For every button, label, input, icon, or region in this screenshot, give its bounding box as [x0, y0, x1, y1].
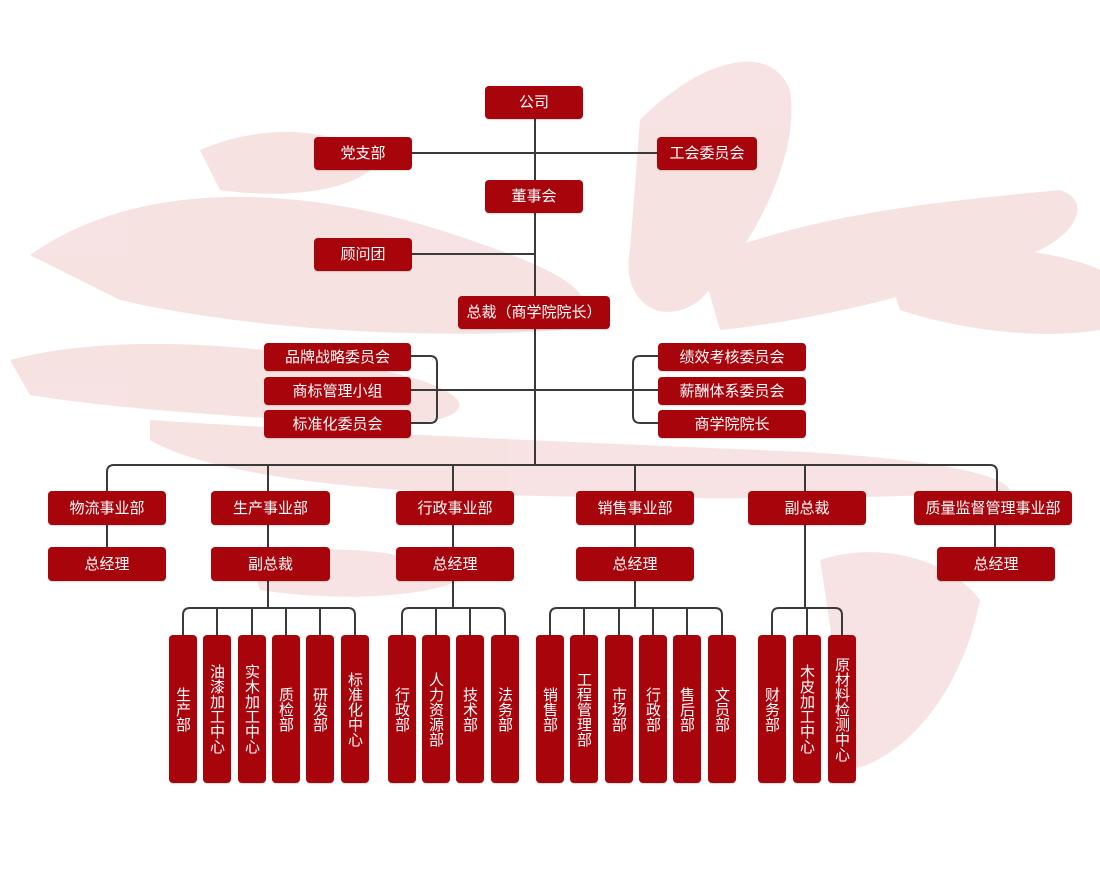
- sales-unit-links: [549, 580, 723, 636]
- node-head-sales: 总经理: [576, 547, 694, 581]
- node-company: 公司: [485, 86, 583, 119]
- node-advisors: 顾问团: [314, 238, 412, 271]
- unit-production-4: 研发部: [306, 635, 334, 783]
- division-drops: [267, 465, 806, 491]
- node-division-admin: 行政事业部: [396, 491, 514, 525]
- node-party-branch: 党支部: [314, 137, 412, 170]
- unit-sales-3: 行政部: [639, 635, 667, 783]
- node-head-admin: 总经理: [396, 547, 514, 581]
- node-division-logistics: 物流事业部: [48, 491, 166, 525]
- vp-unit-links: [771, 524, 843, 636]
- unit-sales-1: 工程管理部: [570, 635, 598, 783]
- node-head-quality: 总经理: [937, 547, 1055, 581]
- node-right-committee-2: 商学院院长: [658, 410, 806, 438]
- node-union-committee: 工会委员会: [657, 137, 757, 170]
- node-division-sales: 销售事业部: [576, 491, 694, 525]
- node-right-committee-1: 薪酬体系委员会: [658, 377, 806, 405]
- node-head-logistics: 总经理: [48, 547, 166, 581]
- node-left-committee-2: 标准化委员会: [264, 410, 411, 438]
- unit-vp-0: 财务部: [758, 635, 786, 783]
- unit-sales-0: 销售部: [536, 635, 564, 783]
- node-right-committee-0: 绩效考核委员会: [658, 343, 806, 371]
- node-president: 总裁（商学院院长）: [458, 296, 610, 329]
- unit-vp-2: 原材料检测中心: [828, 635, 856, 783]
- unit-production-3: 质检部: [272, 635, 300, 783]
- head-links: [106, 524, 996, 548]
- unit-sales-5: 文员部: [708, 635, 736, 783]
- unit-production-0: 生产部: [169, 635, 197, 783]
- unit-admin-2: 技术部: [456, 635, 484, 783]
- node-board: 董事会: [485, 180, 583, 213]
- node-left-committee-1: 商标管理小组: [264, 377, 411, 405]
- unit-sales-2: 市场部: [605, 635, 633, 783]
- node-left-committee-0: 品牌战略委员会: [264, 343, 411, 371]
- unit-sales-4: 售后部: [673, 635, 701, 783]
- unit-admin-0: 行政部: [388, 635, 416, 783]
- unit-production-1: 油漆加工中心: [203, 635, 231, 783]
- node-vice-president: 副总裁: [748, 491, 866, 525]
- unit-admin-1: 人力资源部: [422, 635, 450, 783]
- node-division-quality: 质量监督管理事业部: [914, 491, 1072, 525]
- unit-vp-1: 木皮加工中心: [793, 635, 821, 783]
- right-committee-bracket: [632, 355, 658, 424]
- node-division-production: 生产事业部: [211, 491, 330, 525]
- unit-admin-3: 法务部: [491, 635, 519, 783]
- unit-production-2: 实木加工中心: [238, 635, 266, 783]
- division-bus: [106, 464, 998, 491]
- production-unit-links: [182, 580, 356, 636]
- admin-unit-links: [401, 580, 506, 636]
- unit-production-5: 标准化中心: [341, 635, 369, 783]
- node-head-production: 副总裁: [211, 547, 330, 581]
